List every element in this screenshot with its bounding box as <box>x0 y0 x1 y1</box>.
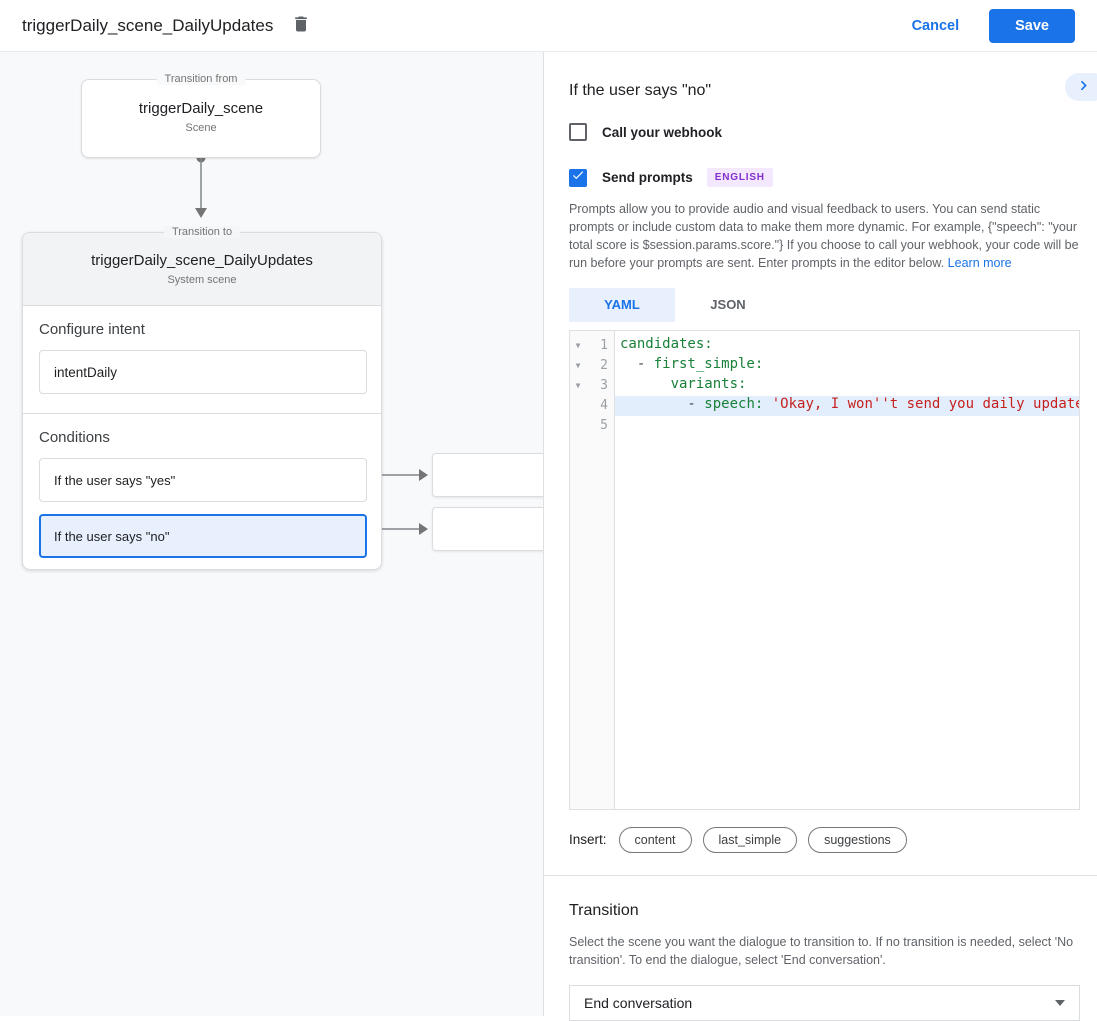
line-number: 1 <box>600 338 608 353</box>
transition-dropdown[interactable]: End conversation <box>569 984 1080 1021</box>
top-bar: triggerDaily_scene_DailyUpdates Cancel S… <box>0 0 1097 52</box>
learn-more-link[interactable]: Learn more <box>947 256 1012 271</box>
insert-label: Insert: <box>569 832 607 847</box>
editor-code[interactable]: candidates: - first_simple: variants: - … <box>615 331 1079 809</box>
transition-to-legend: Transition to <box>163 226 241 238</box>
send-prompts-checkbox-row[interactable]: Send prompts ENGLISH <box>569 168 1080 187</box>
cancel-button[interactable]: Cancel <box>911 17 960 34</box>
insert-toolbar: Insert: content last_simple suggestions <box>569 826 1080 853</box>
configure-intent-label: Configure intent <box>39 321 145 338</box>
condition-target-node-no[interactable] <box>432 507 543 551</box>
intent-field[interactable]: intentDaily <box>39 350 367 394</box>
section-divider <box>544 874 1097 876</box>
line-number: 2 <box>600 358 608 373</box>
fold-arrow-icon[interactable]: ▼ <box>575 361 581 370</box>
code-line[interactable] <box>615 416 1079 436</box>
transition-to-card: Transition to triggerDaily_scene_DailyUp… <box>22 226 382 570</box>
condition-no-label: If the user says "no" <box>54 528 170 544</box>
condition-target-node-yes[interactable] <box>432 453 543 497</box>
insert-suggestions-button[interactable]: suggestions <box>808 826 907 853</box>
intent-value: intentDaily <box>54 364 118 380</box>
prompt-code-editor[interactable]: ▼ 1 ▼ 2 ▼ 3 4 5 candidates: - first_simple: var… <box>569 329 1080 810</box>
fold-arrow-icon[interactable]: ▼ <box>575 381 581 390</box>
webhook-label: Call your webhook <box>602 124 723 140</box>
transition-title: Transition <box>569 901 639 919</box>
from-scene-type: Scene <box>185 122 217 134</box>
condition-row-no[interactable]: If the user says "no" <box>39 514 367 558</box>
save-button[interactable]: Save <box>989 8 1075 43</box>
editor-gutter: ▼ 1 ▼ 2 ▼ 3 4 5 <box>570 330 615 809</box>
from-scene-name: triggerDaily_scene <box>138 100 264 117</box>
webhook-checkbox[interactable] <box>569 123 587 141</box>
send-prompts-checkbox[interactable] <box>569 168 587 187</box>
condition-detail-panel: If the user says "no" Call your webhook … <box>543 52 1097 1021</box>
conditions-label: Conditions <box>39 429 110 446</box>
collapse-panel-button[interactable] <box>1065 73 1097 101</box>
condition-yes-label: If the user says "yes" <box>54 472 176 488</box>
trash-icon <box>291 14 311 37</box>
transition-from-legend: Transition from <box>156 73 246 85</box>
dropdown-caret-icon <box>1055 999 1065 1006</box>
prompts-description: Prompts allow you to provide audio and v… <box>569 200 1080 273</box>
chevron-right-icon <box>1077 79 1090 95</box>
condition-row-yes[interactable]: If the user says "yes" <box>39 458 367 502</box>
line-number: 4 <box>600 398 608 413</box>
language-badge: ENGLISH <box>706 168 773 187</box>
code-line[interactable]: - speech: 'Okay, I won''t send you daily… <box>615 395 1079 416</box>
configure-intent-section: Configure intent intentDaily <box>23 306 381 413</box>
tab-json[interactable]: JSON <box>710 297 746 312</box>
code-line[interactable]: - first_simple: <box>620 355 764 372</box>
to-card-header[interactable]: Transition to triggerDaily_scene_DailyUp… <box>23 226 381 306</box>
panel-title: If the user says "no" <box>569 82 712 99</box>
editor-format-tabs: YAML JSON <box>569 287 1080 322</box>
send-prompts-label: Send prompts <box>602 170 693 185</box>
delete-scene-button[interactable] <box>291 14 311 37</box>
line-number: 5 <box>600 418 608 433</box>
transition-dropdown-value: End conversation <box>584 994 693 1011</box>
code-line[interactable]: candidates: <box>620 335 713 352</box>
transition-description: Select the scene you want the dialogue t… <box>569 934 1074 967</box>
tab-yaml[interactable]: YAML <box>569 287 675 322</box>
code-line[interactable]: variants: <box>670 375 747 392</box>
conditions-section: Conditions If the user says "yes" If the… <box>23 413 381 577</box>
checkmark-icon <box>571 168 585 187</box>
page-title: triggerDaily_scene_DailyUpdates <box>22 15 274 35</box>
fold-arrow-icon[interactable]: ▼ <box>575 341 581 350</box>
prompts-description-text: Prompts allow you to provide audio and v… <box>569 202 1079 271</box>
to-scene-type: System scene <box>167 274 237 286</box>
line-number: 3 <box>600 378 608 393</box>
insert-last-simple-button[interactable]: last_simple <box>702 826 798 853</box>
transition-from-node[interactable]: Transition from triggerDaily_scene Scene <box>81 73 321 158</box>
webhook-checkbox-row[interactable]: Call your webhook <box>569 123 1080 141</box>
to-scene-name: triggerDaily_scene_DailyUpdates <box>91 252 313 269</box>
insert-content-button[interactable]: content <box>618 826 692 853</box>
flow-canvas: Transition from triggerDaily_scene Scene… <box>0 52 543 1016</box>
